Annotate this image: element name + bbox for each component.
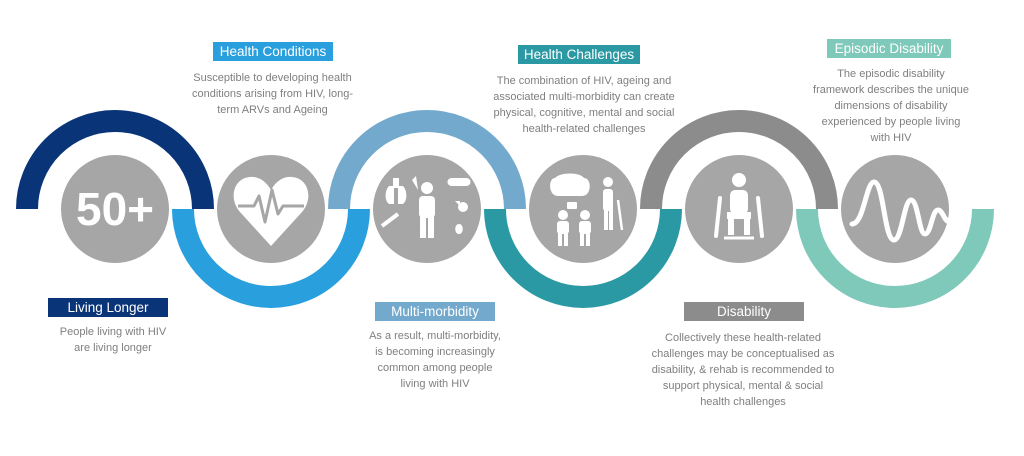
desc-health-challenges: The combination of HIV, ageing and assoc… [493,75,675,135]
heart-pulse-icon [233,176,309,246]
label-health-challenges: Health Challenges [518,45,640,64]
wave-segment-living-longer [16,110,214,210]
label-episodic-disability: Episodic Disability [827,39,951,58]
label-living-longer: Living Longer [48,298,168,317]
circle-health-challenges [529,155,637,263]
desc-living-longer: People living with HIV are living longer [59,326,167,354]
wheelchair-icon [714,173,764,240]
multi-morbidity-icon [380,176,471,238]
wave-segment-disability [640,110,838,210]
label-health-conditions: Health Conditions [213,42,333,61]
label-multi-morbidity: Multi-morbidity [375,302,495,321]
wave-segment-multi-morbidity [328,110,526,210]
desc-multi-morbidity: As a result, multi-morbidity, is becomin… [369,330,501,390]
circle-living-longer [61,155,169,263]
wave-segment-health-challenges [484,208,682,308]
wave-icon [849,179,953,243]
wave-segment-episodic-disability [796,208,994,308]
desc-health-conditions: Susceptible to developing health conditi… [191,72,353,116]
fifty-plus-icon: 50+ [76,183,154,235]
label-disability: Disability [684,302,804,321]
desc-episodic-disability: The episodic disability framework descri… [813,68,969,144]
wave-segment-health-conditions [172,208,370,308]
health-challenges-icon [550,173,624,246]
circle-episodic-disability [841,155,949,263]
desc-disability: Collectively these health-related challe… [651,332,835,408]
